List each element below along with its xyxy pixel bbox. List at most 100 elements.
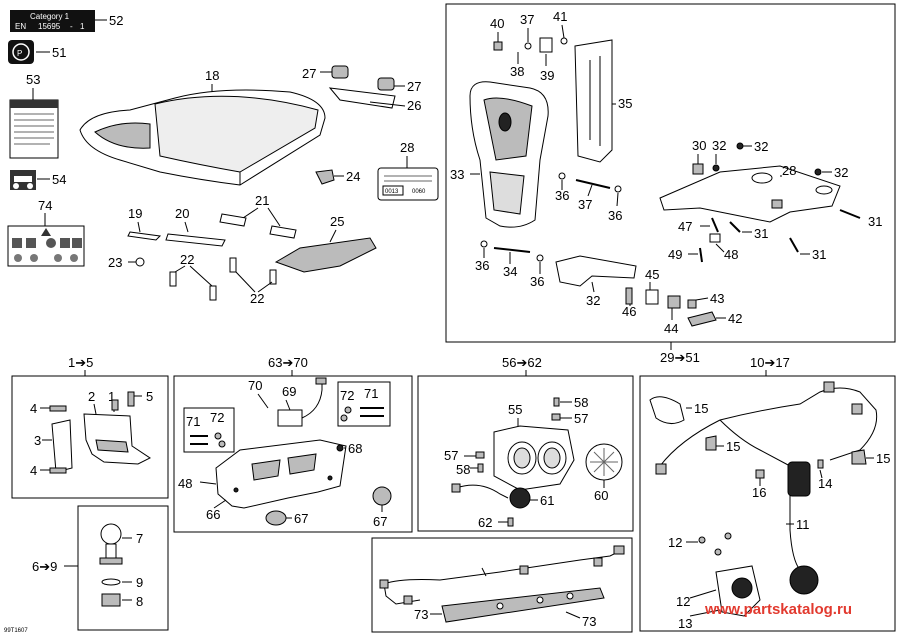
washer-37a <box>558 172 566 180</box>
headlight-housing-57 <box>493 425 575 491</box>
group-box-10-17 <box>639 375 896 632</box>
category-title: Category 1 <box>30 12 70 21</box>
group-box-71-73 <box>371 537 633 633</box>
group-box-6-9 <box>77 505 169 631</box>
info-decal-28: 0013 0060 <box>377 167 439 201</box>
group-box-1-5 <box>11 375 169 499</box>
callout-55: 54 <box>52 172 66 187</box>
callout-44: 42 <box>728 311 742 326</box>
callout-58a: 57 <box>574 411 588 426</box>
seat-bumper-27b <box>377 77 395 91</box>
screw-62 <box>507 517 514 527</box>
callout-15a: 15 <box>694 401 708 416</box>
group-label-63-70: 63➔70 <box>268 355 308 370</box>
callout-32c: 31 <box>812 247 826 262</box>
washer-39a <box>524 42 532 50</box>
callout-33c: 32 <box>834 165 848 180</box>
callout-31: 30 <box>692 138 706 153</box>
callout-8: 8 <box>136 594 143 609</box>
callout-45: 43 <box>710 291 724 306</box>
bolt-32a <box>839 209 861 219</box>
callout-37b: 36 <box>608 208 622 223</box>
nut-33c <box>814 168 822 176</box>
callout-37a: 36 <box>555 188 569 203</box>
bulb-60 <box>585 443 623 481</box>
seat-bumper-27a <box>331 65 349 79</box>
callout-7: 7 <box>136 531 143 546</box>
pin-36 <box>493 247 531 253</box>
category-revision: 1 <box>80 22 85 31</box>
callout-25: 25 <box>330 214 344 229</box>
callout-42: 40 <box>490 16 504 31</box>
callout-49: 47 <box>678 219 692 234</box>
sleeve-3 <box>51 419 73 473</box>
callout-62: 62 <box>478 515 492 530</box>
backrest-support-38 <box>574 39 613 163</box>
hitch-ball-7 <box>99 523 123 565</box>
clip-47 <box>645 289 659 305</box>
callout-22a: 22 <box>180 252 194 267</box>
callout-19: 19 <box>128 206 142 221</box>
wire-harness-67 <box>301 377 327 419</box>
callout-3: 3 <box>34 433 41 448</box>
svg-text:0013: 0013 <box>385 189 399 195</box>
bolt-42 <box>493 41 503 51</box>
callout-4b: 4 <box>30 463 37 478</box>
callout-20: 20 <box>175 206 189 221</box>
callout-71: 73 <box>414 607 428 622</box>
drawing-code: 99T1607 <box>4 628 28 634</box>
callout-33a: 32 <box>712 138 726 153</box>
callout-2: 2 <box>88 389 95 404</box>
callout-47: 45 <box>645 267 659 282</box>
bracket-21b <box>269 225 297 239</box>
callout-57: 55 <box>508 402 522 417</box>
seat <box>79 89 326 186</box>
nut-31 <box>692 163 704 175</box>
washer-37b <box>614 185 622 193</box>
callout-64: 66 <box>206 507 220 522</box>
callout-12: 12 <box>676 594 690 609</box>
svg-text:P: P <box>17 49 22 58</box>
callout-68: 70 <box>248 378 262 393</box>
callout-50: 48 <box>724 247 738 262</box>
spacer-50 <box>709 233 721 243</box>
reflector-strip-71 <box>441 587 605 623</box>
callout-26: 26 <box>407 98 421 113</box>
callout-24: 24 <box>346 169 360 184</box>
screw-59b <box>477 463 484 473</box>
bracket-19 <box>127 231 162 241</box>
group-box-63-70 <box>173 375 413 533</box>
screw-16 <box>817 459 824 469</box>
callout-11: 11 <box>796 517 810 532</box>
callout-69b: 71 <box>364 386 378 401</box>
category-lang: EN <box>15 22 26 31</box>
sub-box-70-69 <box>337 381 391 427</box>
callout-23: 23 <box>108 255 122 270</box>
group-label-29-51: 29➔51 <box>660 350 700 365</box>
group-label-1-5: 1➔5 <box>68 355 93 370</box>
callout-54: 53 <box>26 72 40 87</box>
svg-text:0060: 0060 <box>412 189 426 195</box>
callout-5: 5 <box>146 389 153 404</box>
nut-58a <box>551 413 561 421</box>
bumpers-22 <box>169 257 277 301</box>
wiring-harness-73 <box>379 545 625 605</box>
callout-18: 18 <box>205 68 219 83</box>
group-label-6-9: 6➔9 <box>32 559 57 574</box>
callout-58b: 57 <box>444 448 458 463</box>
backrest-35 <box>469 81 549 228</box>
callout-9: 9 <box>136 575 143 590</box>
socket-bracket-12 <box>715 565 761 617</box>
callout-69a: 71 <box>186 414 200 429</box>
callout-22b: 22 <box>250 291 264 306</box>
callout-70b: 72 <box>340 388 354 403</box>
callout-51: 49 <box>668 247 682 262</box>
callout-17: 16 <box>752 485 766 500</box>
callout-1: 1 <box>108 389 115 404</box>
callout-4a: 4 <box>30 401 37 416</box>
screws-14 <box>698 532 732 556</box>
atv-decal <box>10 170 36 190</box>
callout-60: 60 <box>594 488 608 503</box>
callout-46: 44 <box>664 321 678 336</box>
